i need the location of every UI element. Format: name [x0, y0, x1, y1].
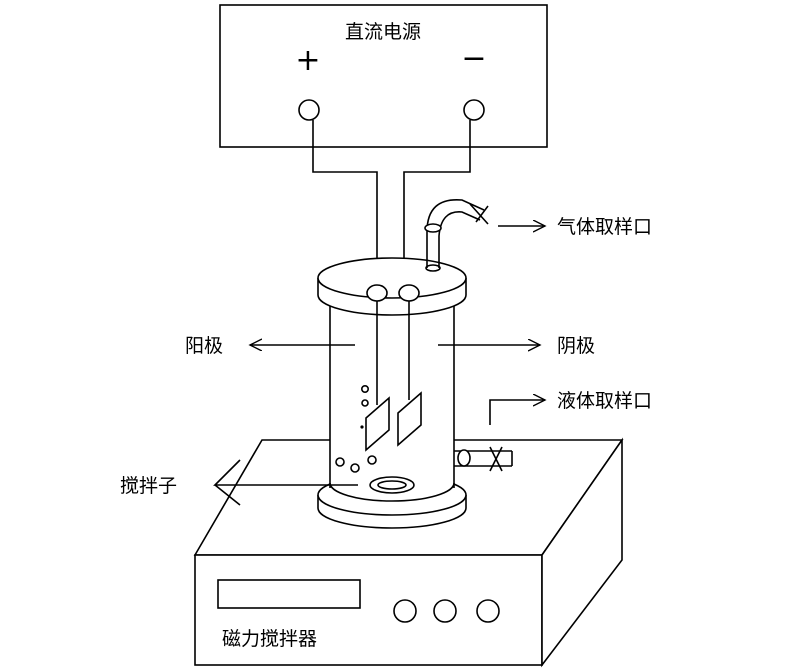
cathode-label: 阴极: [557, 335, 595, 357]
power-supply-label: 直流电源: [345, 21, 421, 43]
reactor-vessel: [317, 257, 467, 529]
stirrer-knob-2[interactable]: [433, 599, 457, 623]
positive-terminal: [298, 99, 320, 121]
gas-sampling-tube: 气体取样口: [424, 199, 652, 272]
cathode-plate: [397, 391, 422, 447]
gas-tube-outer: [426, 199, 485, 268]
liquid-port-ring: [457, 449, 471, 467]
anode-port: [366, 284, 388, 302]
liquid-sampling-port: 液体取样口: [454, 390, 652, 472]
anode-label: 阳极: [185, 335, 223, 357]
liquid-valve-mark: [489, 446, 503, 472]
bubble: [360, 384, 369, 393]
gas-tube-top-ring: [424, 223, 442, 233]
stirrer-display: [217, 579, 361, 609]
bubble: [335, 457, 345, 467]
liquid-sampling-arrow: [489, 400, 545, 425]
cathode-wire: [403, 120, 471, 290]
stirrer-knob-3[interactable]: [476, 599, 500, 623]
gas-tube-inner: [438, 211, 481, 268]
stir-bar-label: 搅拌子: [120, 475, 177, 497]
top-lid-top: [317, 257, 467, 299]
dc-power-supply: 直流电源 + −: [219, 4, 548, 148]
positive-terminal-symbol: +: [295, 43, 320, 78]
electrode-callouts: 阳极 阴极: [185, 335, 595, 357]
negative-terminal: [463, 99, 485, 121]
power-supply-box: [219, 4, 548, 148]
stirrer-knob-1[interactable]: [393, 599, 417, 623]
anode-plate: [365, 396, 390, 452]
cylinder-bottom-edge: [329, 482, 455, 502]
negative-terminal-symbol: −: [461, 41, 486, 76]
bubble: [350, 463, 360, 473]
stir-bar-inner: [377, 480, 407, 490]
gas-sampling-port-label: 气体取样口: [557, 216, 652, 238]
liquid-sampling-port-label: 液体取样口: [557, 390, 652, 412]
wires: [312, 120, 471, 290]
bubble: [361, 399, 369, 407]
cylinder-fill: [330, 300, 454, 490]
magnetic-stirrer-label: 磁力搅拌器: [222, 628, 317, 650]
gas-tube-bottom-ring: [425, 264, 441, 272]
gas-valve-mark: [469, 203, 489, 225]
stir-bar-callout: 搅拌子: [120, 459, 358, 506]
anode-wire: [312, 120, 378, 290]
gas-valve-mark: [475, 205, 489, 223]
stir-bar: [369, 476, 415, 494]
bubble: [360, 425, 364, 429]
bubble: [367, 455, 377, 465]
stir-bar-pointer-lower: [214, 484, 241, 506]
cathode-port: [398, 284, 420, 302]
stirrer-side-face: [541, 437, 623, 668]
